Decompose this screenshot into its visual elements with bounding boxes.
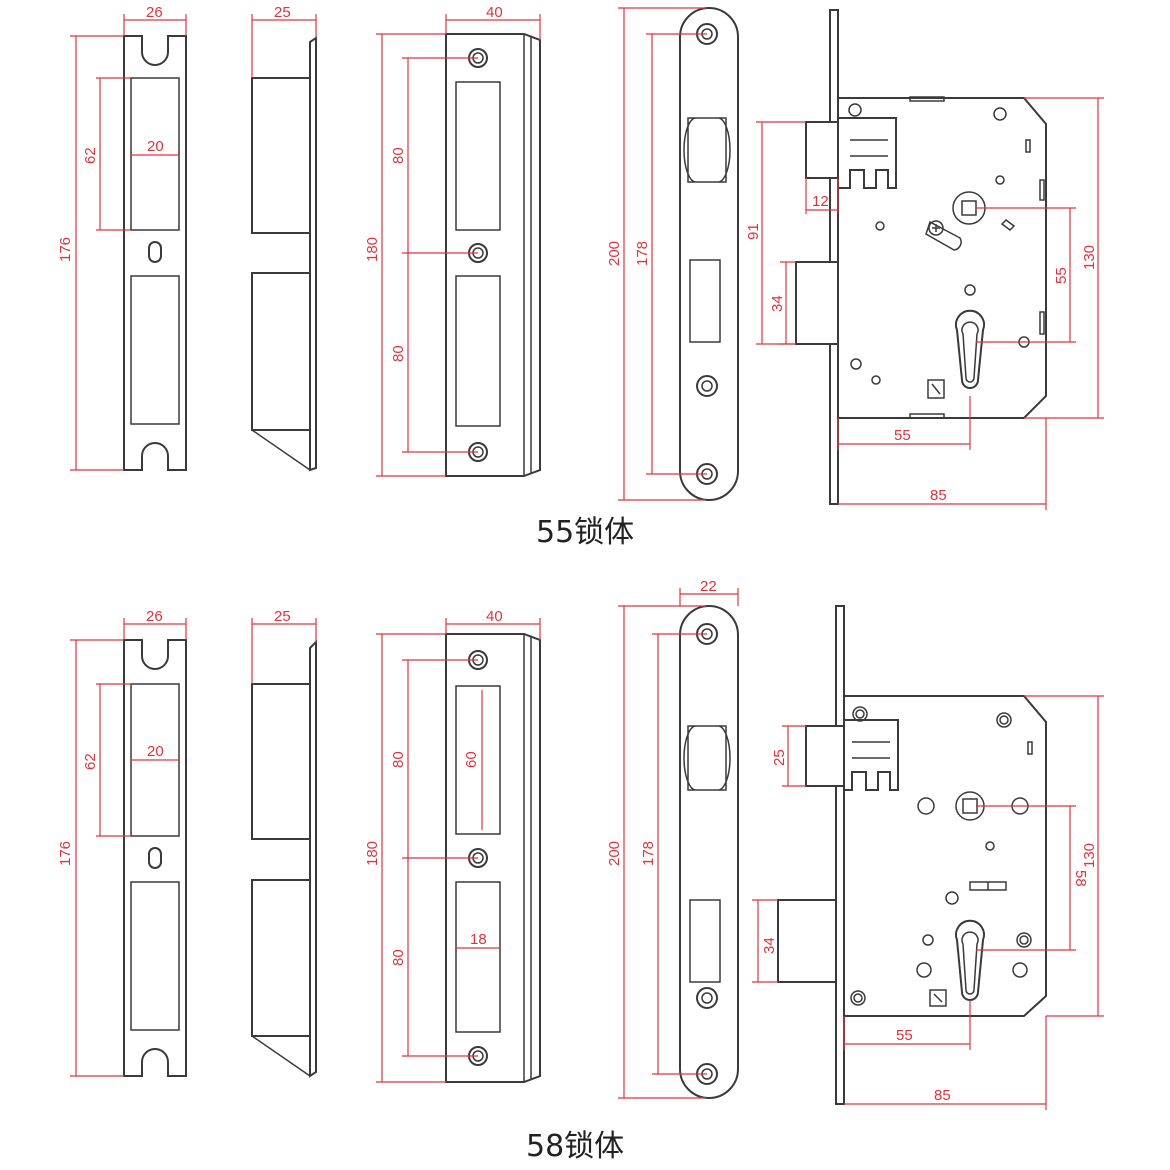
bottom-strike-width-label: 40	[486, 608, 503, 625]
top-body-bolt-throw-label: 34	[769, 295, 786, 312]
bottom-side-width-label: 25	[274, 608, 291, 625]
top-strip-width-label: 26	[146, 4, 163, 21]
top-side-profile	[251, 36, 317, 472]
top-strike-plate	[445, 33, 541, 477]
bottom-strike-window-width-label: 18	[470, 931, 487, 948]
top-strip-height-label: 176	[57, 237, 74, 262]
top-strike-height-label: 180	[364, 237, 381, 262]
top-strike-spacing-lower-label: 80	[390, 345, 407, 362]
top-lock-body-dims	[756, 97, 1104, 510]
bottom-strip-dims	[70, 618, 187, 1077]
top-caption: 55锁体	[536, 515, 634, 550]
bottom-strip-cutout-height-label: 62	[82, 753, 99, 770]
top-strike-spacing-upper-label: 80	[390, 147, 407, 164]
bottom-lock-body-dims	[752, 695, 1104, 1110]
top-body-latch-width-label: 12	[812, 193, 829, 210]
bottom-side-profile	[251, 639, 317, 1078]
top-body-backset-label: 55	[894, 427, 911, 444]
bottom-strip-cutout-width-label: 20	[147, 743, 164, 760]
top-strip-plate	[123, 35, 187, 471]
top-strike-width-label: 40	[486, 4, 503, 21]
bottom-strike-plate	[445, 633, 541, 1083]
top-faceplate-dims	[618, 7, 707, 501]
bottom-strip-height-label: 176	[57, 841, 74, 866]
bottom-caption: 58锁体	[526, 1129, 624, 1164]
bottom-strike-window-height-label: 60	[463, 751, 480, 768]
bottom-faceplate-height-label: 200	[606, 841, 623, 866]
top-body-height-label: 130	[1081, 245, 1098, 270]
bottom-strike-height-label: 180	[364, 841, 381, 866]
top-body-latch-offset-label: 91	[745, 223, 762, 240]
bottom-side-dims	[251, 618, 317, 684]
bottom-faceplate-dims	[618, 588, 739, 1099]
top-lock-body	[795, 9, 1047, 505]
top-faceplate-height-label: 200	[606, 241, 623, 266]
bottom-body-backset-label: 55	[896, 1027, 913, 1044]
bottom-body-width-label: 85	[934, 1087, 951, 1104]
bottom-body-bolt-throw-label: 34	[761, 937, 778, 954]
bottom-body-height-label: 130	[1081, 843, 1098, 868]
bottom-strip-width-label: 26	[146, 608, 163, 625]
top-faceplate-hole-spacing-label: 178	[634, 241, 651, 266]
top-body-width-label: 85	[930, 487, 947, 504]
bottom-body-backset-spacing-label: 58	[1072, 870, 1089, 887]
bottom-faceplate-hole-spacing-label: 178	[640, 841, 657, 866]
bottom-body-latch-height-label: 25	[771, 749, 788, 766]
top-body-backset-spacing-label: 55	[1053, 267, 1070, 284]
top-side-dims	[251, 14, 317, 78]
bottom-strike-spacing-upper-label: 80	[390, 751, 407, 768]
top-side-width-label: 25	[274, 4, 291, 21]
bottom-strip-plate	[123, 639, 187, 1077]
top-strip-dims	[70, 14, 187, 471]
bottom-faceplate	[679, 605, 739, 1099]
top-strike-dims	[376, 14, 541, 477]
top-faceplate	[679, 7, 739, 501]
top-strip-cutout-width-label: 20	[147, 138, 164, 155]
top-strip-cutout-height-label: 62	[82, 147, 99, 164]
bottom-faceplate-width-label: 22	[700, 578, 717, 595]
bottom-lock-body	[777, 605, 1047, 1105]
bottom-strike-dims	[376, 618, 541, 1083]
bottom-strike-spacing-lower-label: 80	[390, 949, 407, 966]
